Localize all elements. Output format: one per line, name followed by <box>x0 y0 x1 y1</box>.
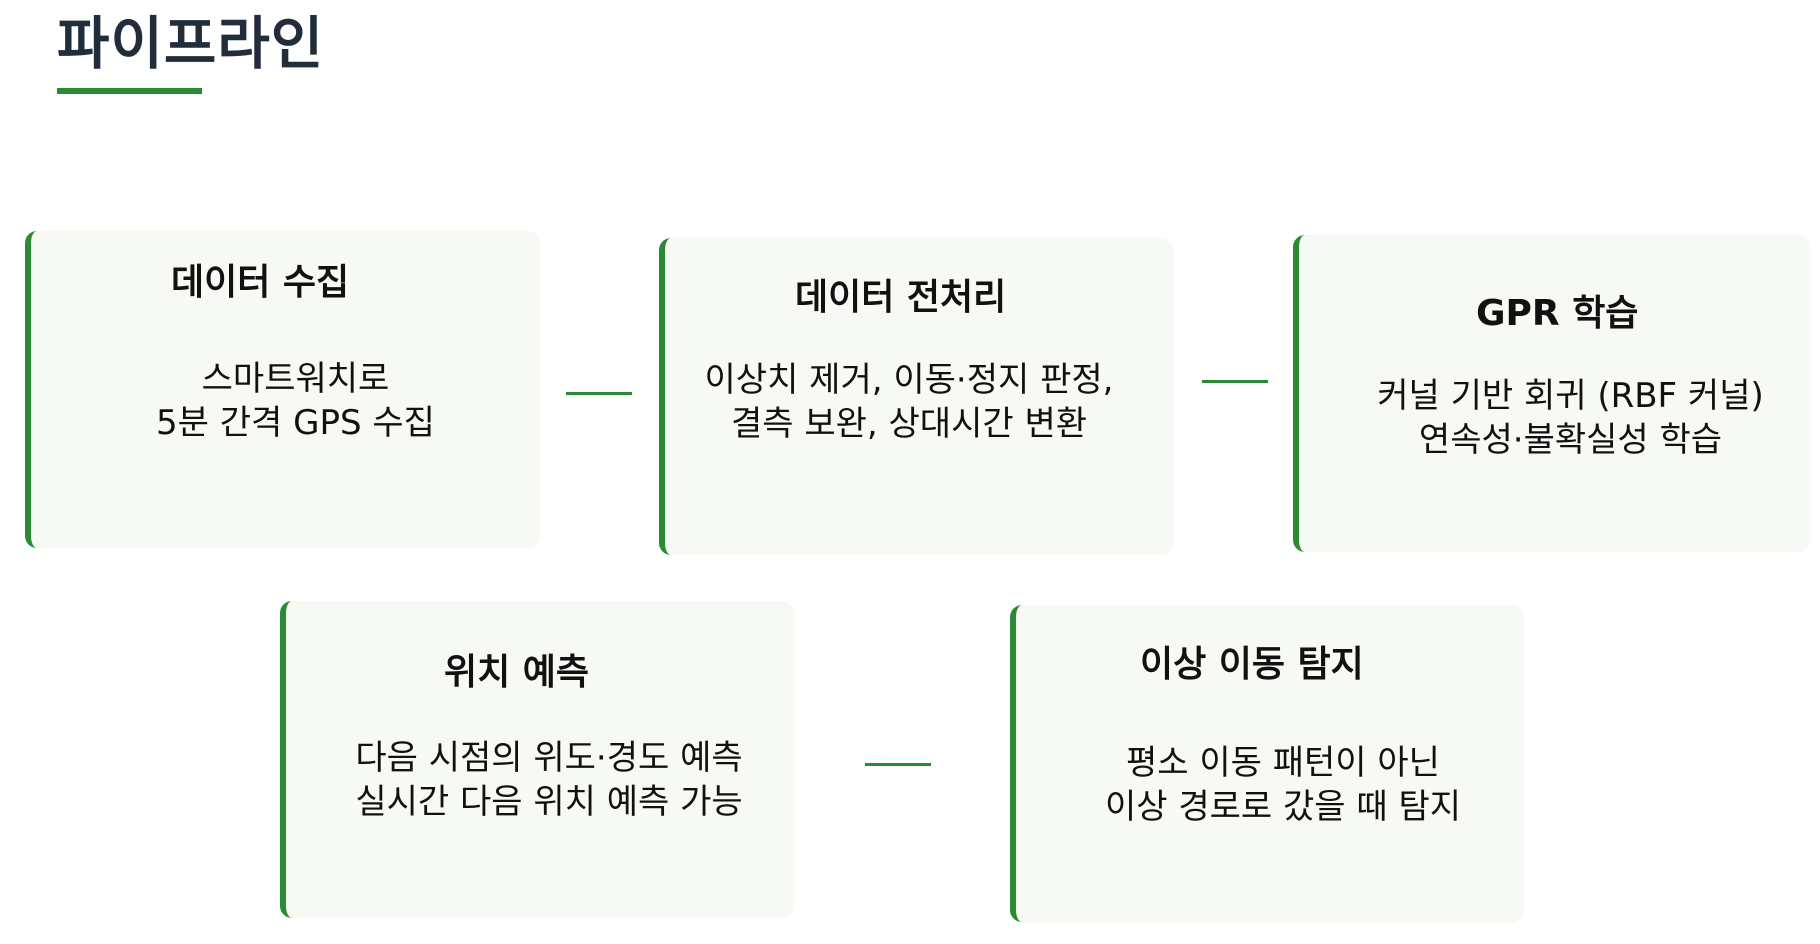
step-title: GPR 학습 <box>1476 293 1639 334</box>
step-description-line: 평소 이동 패턴이 아닌 <box>1126 743 1440 783</box>
step-description: 스마트워치로 5분 간격 GPS 수집 <box>31 357 540 445</box>
step-card-location-prediction: 위치 예측 다음 시점의 위도·경도 예측 실시간 다음 위치 예측 가능 <box>280 601 794 918</box>
step-description-line: 이상치 제거, 이동·정지 판정, <box>704 360 1114 400</box>
step-description: 평소 이동 패턴이 아닌 이상 경로로 갔을 때 탐지 <box>1016 741 1524 829</box>
step-description-line: 이상 경로로 갔을 때 탐지 <box>1104 787 1462 827</box>
step-description-line: 5분 간격 GPS 수집 <box>156 403 435 443</box>
step-title: 위치 예측 <box>444 652 590 693</box>
step-description: 커널 기반 회귀 (RBF 커널) 연속성·불확실성 학습 <box>1299 374 1810 462</box>
step-description: 이상치 제거, 이동·정지 판정, 결측 보완, 상대시간 변환 <box>665 358 1173 446</box>
step-description-line: 실시간 다음 위치 예측 가능 <box>355 782 743 822</box>
step-card-data-collection: 데이터 수집 스마트워치로 5분 간격 GPS 수집 <box>25 231 540 548</box>
step-card-gpr-training: GPR 학습 커널 기반 회귀 (RBF 커널) 연속성·불확실성 학습 <box>1293 235 1810 552</box>
step-description-line: 스마트워치로 <box>201 359 390 399</box>
connector-4-5 <box>865 763 931 766</box>
step-description-line: 다음 시점의 위도·경도 예측 <box>355 738 743 778</box>
step-description-line: 커널 기반 회귀 (RBF 커널) <box>1377 376 1764 416</box>
step-description-line: 연속성·불확실성 학습 <box>1418 420 1723 460</box>
page-title: 파이프라인 <box>57 11 325 77</box>
step-card-preprocessing: 데이터 전처리 이상치 제거, 이동·정지 판정, 결측 보완, 상대시간 변환 <box>659 238 1173 555</box>
step-description-line: 결측 보완, 상대시간 변환 <box>730 404 1088 444</box>
title-underline <box>57 88 202 94</box>
step-title: 데이터 전처리 <box>795 277 1007 318</box>
step-title: 이상 이동 탐지 <box>1140 644 1364 685</box>
connector-1-2 <box>566 392 632 395</box>
step-description: 다음 시점의 위도·경도 예측 실시간 다음 위치 예측 가능 <box>286 736 794 824</box>
connector-2-3 <box>1202 380 1268 383</box>
step-card-anomaly-detection: 이상 이동 탐지 평소 이동 패턴이 아닌 이상 경로로 갔을 때 탐지 <box>1010 605 1524 922</box>
step-title: 데이터 수집 <box>171 262 350 303</box>
